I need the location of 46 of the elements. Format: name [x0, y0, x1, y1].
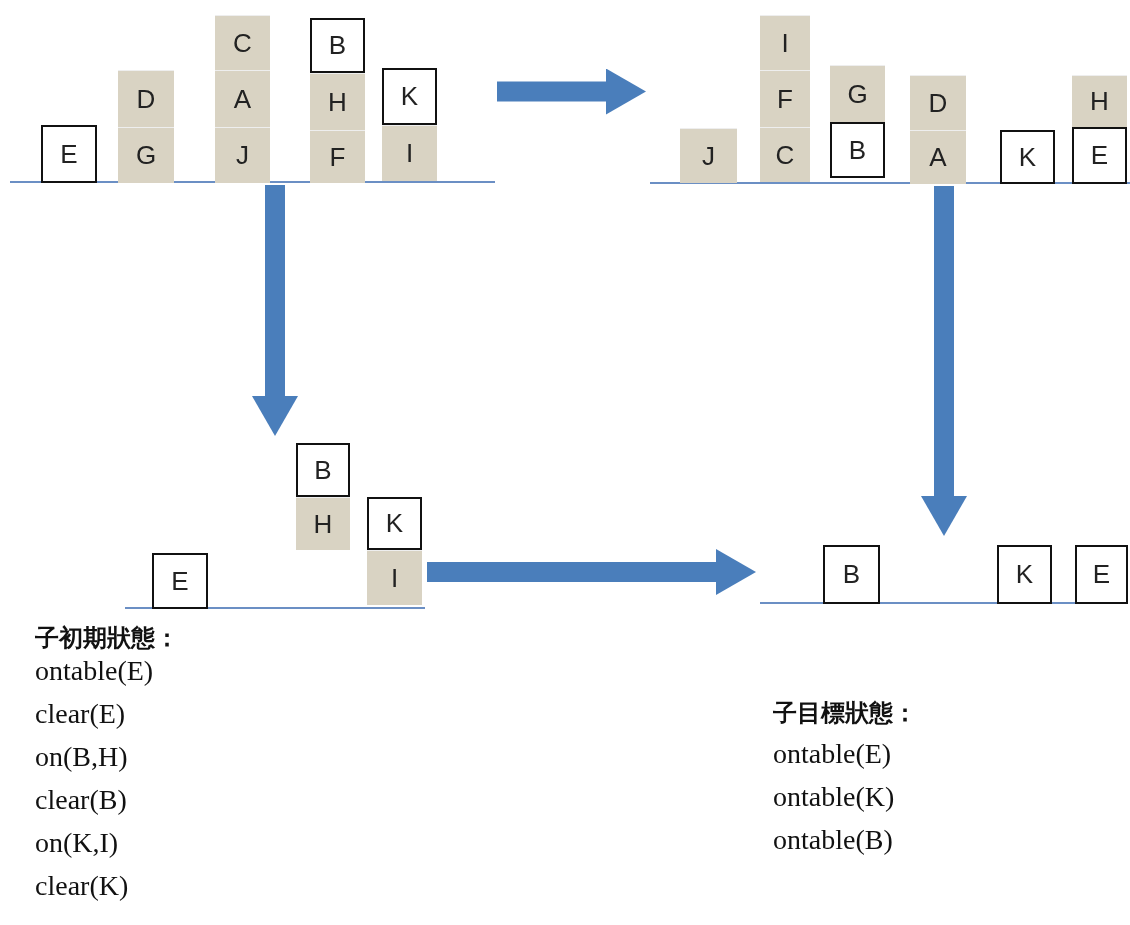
- letter-block: C: [760, 127, 810, 182]
- letter-block: G: [830, 65, 885, 122]
- letter-block: K: [382, 68, 437, 125]
- letter-block: A: [215, 70, 270, 127]
- letter-block: D: [910, 75, 966, 130]
- letter-block: G: [118, 127, 174, 183]
- letter-block: I: [382, 125, 437, 181]
- letter-block: B: [310, 18, 365, 73]
- table-scene: [125, 440, 425, 609]
- predicate-text: clear(B): [35, 784, 127, 816]
- letter-block: J: [680, 128, 737, 183]
- letter-block: K: [997, 545, 1052, 604]
- predicate-text: ontable(K): [773, 781, 895, 813]
- predicate-text: clear(K): [35, 870, 129, 902]
- letter-block: F: [760, 70, 810, 127]
- letter-block: H: [310, 73, 365, 130]
- state-heading: 子目標狀態：: [773, 698, 917, 729]
- letter-block: K: [367, 497, 422, 550]
- letter-block: A: [910, 130, 966, 184]
- letter-block: E: [1072, 127, 1127, 184]
- predicate-text: ontable(B): [773, 824, 893, 856]
- letter-block: D: [118, 70, 174, 127]
- letter-block: H: [1072, 75, 1127, 127]
- letter-block: I: [760, 15, 810, 70]
- predicate-text: ontable(E): [35, 655, 154, 687]
- letter-block: E: [41, 125, 97, 183]
- letter-block: B: [823, 545, 880, 604]
- block-arrow: [427, 549, 756, 595]
- letter-block: K: [1000, 130, 1055, 184]
- predicate-text: on(K,I): [35, 827, 119, 859]
- letter-block: I: [367, 550, 422, 605]
- state-heading: 子初期狀態：: [35, 623, 179, 654]
- letter-block: E: [152, 553, 208, 609]
- letter-block: C: [215, 15, 270, 70]
- predicate-text: on(B,H): [35, 741, 128, 773]
- letter-block: H: [296, 497, 350, 550]
- letter-block: B: [830, 122, 885, 178]
- letter-block: E: [1075, 545, 1128, 604]
- block-arrow: [921, 186, 967, 536]
- predicate-text: clear(E): [35, 698, 126, 730]
- letter-block: B: [296, 443, 350, 497]
- block-arrow: [497, 68, 646, 115]
- letter-block: J: [215, 127, 270, 183]
- block-arrow: [252, 185, 298, 436]
- letter-block: F: [310, 130, 365, 183]
- predicate-text: ontable(E): [773, 738, 892, 770]
